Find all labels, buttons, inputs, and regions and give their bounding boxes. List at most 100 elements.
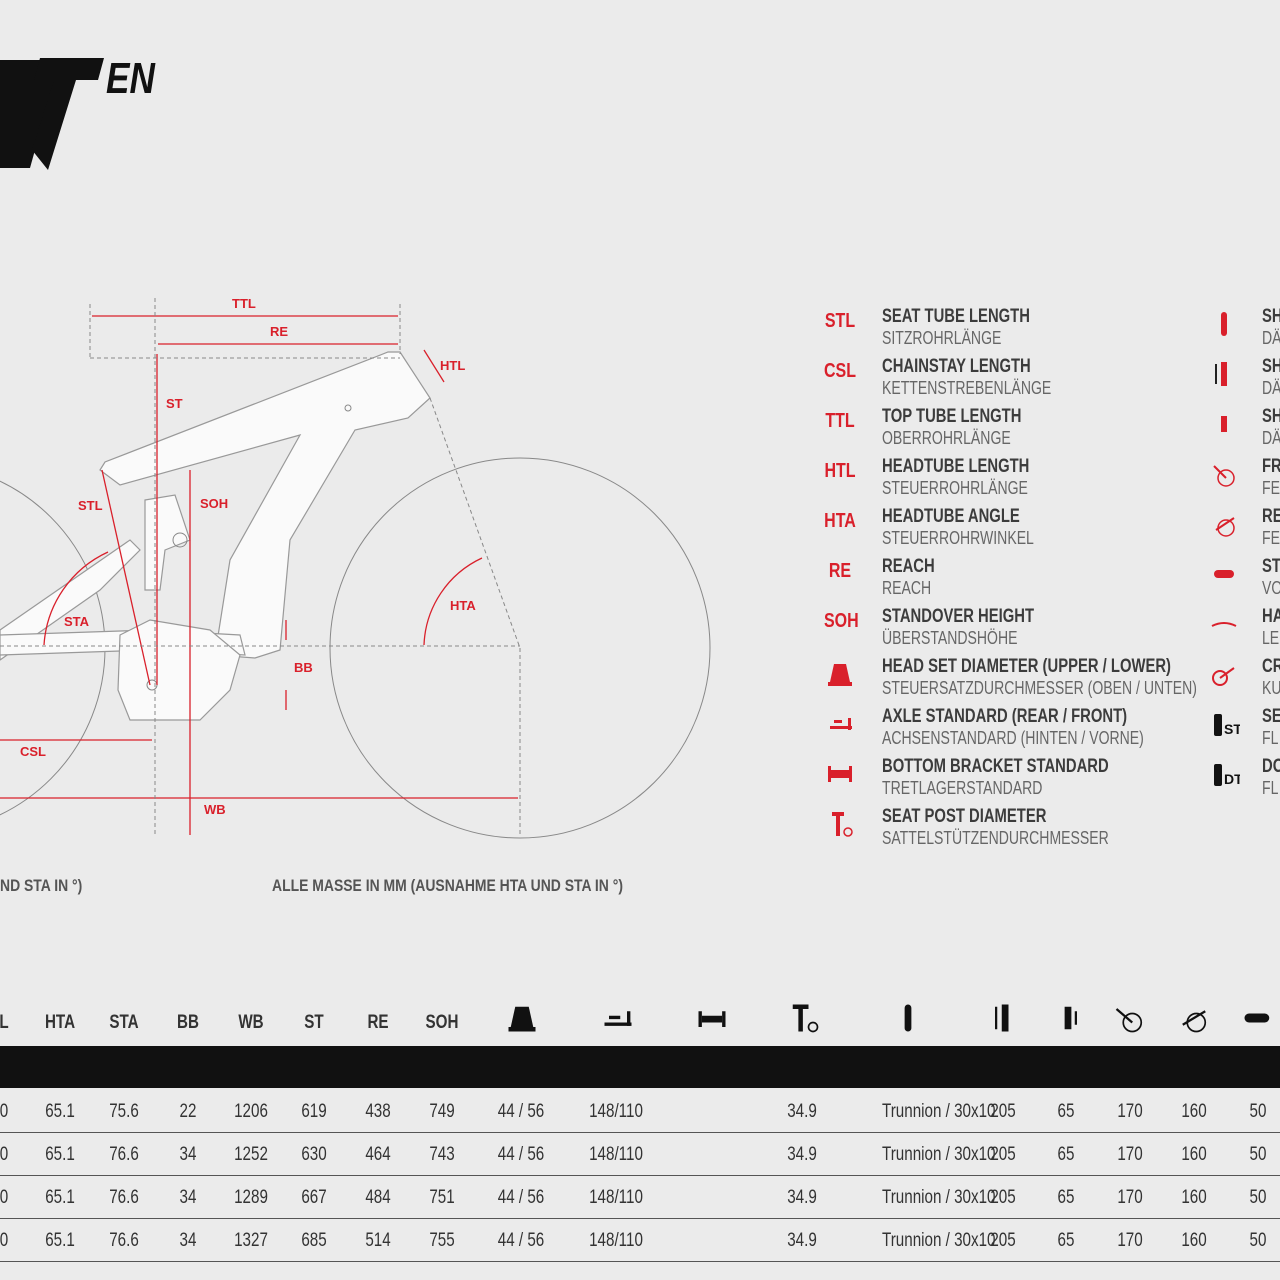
svg-text:DT: DT <box>1224 771 1240 787</box>
size-header-bar <box>0 1046 1280 1088</box>
table-cell: 65.1 <box>45 1230 75 1251</box>
table-cell: 160 <box>1181 1144 1207 1165</box>
table-cell: 619 <box>301 1101 327 1122</box>
table-cell: 22 <box>179 1101 197 1122</box>
axle-icon <box>830 718 852 730</box>
units-note: ALLE MASSE IN MM (AUSNAHME HTA UND STA I… <box>272 876 623 895</box>
col-header-sta: STA <box>109 1012 139 1033</box>
table-cell: 65.1 <box>45 1144 75 1165</box>
label-ttl: TTL <box>232 296 256 311</box>
brand-logo <box>0 58 104 170</box>
shock-mount-icon <box>1064 1006 1077 1030</box>
table-cell: 743 <box>429 1144 455 1165</box>
table-cell: 65 <box>1057 1187 1075 1208</box>
table-cell: 170 <box>1117 1230 1143 1251</box>
shock-mount-icon <box>1221 416 1227 432</box>
table-cell: 65 <box>1057 1101 1075 1122</box>
table-cell: 148/110 <box>589 1187 643 1208</box>
label-htl: HTL <box>440 358 465 373</box>
table-cell: 34.9 <box>787 1144 817 1165</box>
table-cell: 50 <box>1249 1230 1267 1251</box>
col-header-l: L <box>0 1012 9 1033</box>
shock-stroke-icon <box>1215 362 1227 386</box>
table-cell: 65.1 <box>45 1187 75 1208</box>
svg-text:ST: ST <box>1224 721 1240 737</box>
table-cell: 514 <box>365 1230 391 1251</box>
table-cell: 44 / 56 <box>497 1101 545 1122</box>
table-cell: 0 <box>0 1144 9 1165</box>
table-cell: 205 <box>990 1101 1016 1122</box>
table-cell: 50 <box>1249 1187 1267 1208</box>
col-header-st: ST <box>304 1012 324 1033</box>
table-cell: 205 <box>990 1187 1016 1208</box>
geometry-diagram: TTL RE HTL ST STL SOH STA HTA BB CSL WB <box>0 296 711 839</box>
table-cell: Trunnion / 30x10 <box>882 1101 996 1122</box>
table-cell: 34 <box>179 1230 197 1251</box>
label-hta: HTA <box>450 598 476 613</box>
seatpost-icon <box>792 1004 819 1033</box>
label-sta: STA <box>64 614 90 629</box>
col-header-re: RE <box>367 1012 389 1033</box>
table-cell: 464 <box>365 1144 391 1165</box>
col-header-bb: BB <box>177 1012 199 1033</box>
table-cell: 76.6 <box>109 1187 139 1208</box>
table-cell: 749 <box>429 1101 455 1122</box>
table-cell: 148/110 <box>589 1144 643 1165</box>
table-cell: 148/110 <box>589 1230 643 1251</box>
label-soh: SOH <box>200 496 228 511</box>
front-travel-icon <box>1213 465 1235 487</box>
handlebar-icon <box>1211 622 1237 627</box>
table-cell: 438 <box>365 1101 391 1122</box>
label-re: RE <box>270 324 288 339</box>
stem-icon <box>1214 570 1234 578</box>
table-cell: 34.9 <box>787 1187 817 1208</box>
table-cell: 76.6 <box>109 1144 139 1165</box>
table-cell: 76.6 <box>109 1230 139 1251</box>
table-cell: 205 <box>990 1144 1016 1165</box>
table-cell: Trunnion / 30x10 <box>882 1187 996 1208</box>
table-cell: 160 <box>1181 1101 1207 1122</box>
table-cell: 1289 <box>234 1187 268 1208</box>
bottle-dt-icon: DT <box>1214 764 1240 787</box>
seatpost-icon <box>832 812 853 837</box>
table-cell: 44 / 56 <box>497 1187 545 1208</box>
table-cell: 0 <box>0 1187 9 1208</box>
table-cell: 44 / 56 <box>497 1144 545 1165</box>
headset-icon <box>508 1006 536 1032</box>
table-cell: 0 <box>0 1101 9 1122</box>
table-cell: 170 <box>1117 1101 1143 1122</box>
table-cell: 755 <box>429 1230 455 1251</box>
table-cell: 0 <box>0 1230 9 1251</box>
table-cell: 65.1 <box>45 1101 75 1122</box>
table-cell: 75.6 <box>109 1101 139 1122</box>
table-cell: 1206 <box>234 1101 268 1122</box>
table-cell: 160 <box>1181 1187 1207 1208</box>
table-cell: 44 / 56 <box>497 1230 545 1251</box>
table-cell: 65 <box>1057 1230 1075 1251</box>
stem-icon <box>1244 1013 1270 1023</box>
table-cell: 484 <box>365 1187 391 1208</box>
table-cell: 50 <box>1249 1101 1267 1122</box>
table-cell: 685 <box>301 1230 327 1251</box>
table-cell: 34 <box>179 1144 197 1165</box>
label-csl: CSL <box>20 744 46 759</box>
table-cell: 667 <box>301 1187 327 1208</box>
bottom-bracket-icon <box>698 1011 726 1027</box>
col-header-wb: WB <box>238 1012 264 1033</box>
table-cell: 34.9 <box>787 1101 817 1122</box>
model-suffix: EN <box>106 54 155 103</box>
table-cell: Trunnion / 30x10 <box>882 1230 996 1251</box>
shock-stroke-icon <box>995 1004 1009 1032</box>
label-wb: WB <box>204 802 226 817</box>
col-header-hta: HTA <box>44 1012 76 1033</box>
table-cell: 160 <box>1181 1230 1207 1251</box>
table-cell: 34.9 <box>787 1230 817 1251</box>
shock-length-icon <box>904 1004 912 1032</box>
table-cell: 65 <box>1057 1144 1075 1165</box>
label-stl: STL <box>78 498 103 513</box>
label-st: ST <box>166 396 183 411</box>
